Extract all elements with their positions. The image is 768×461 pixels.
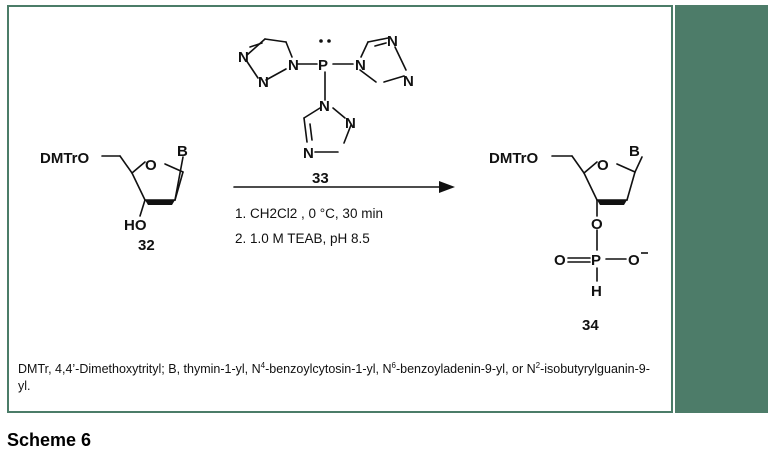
scheme-frame <box>7 5 673 413</box>
n-atom: N <box>288 57 299 74</box>
ring-oxygen-34: O <box>597 157 609 174</box>
n-atom: N <box>387 33 398 50</box>
hydroxyl-label-32: HO <box>124 217 147 234</box>
n-atom: N <box>258 74 269 91</box>
condition-step-2: 2. 1.0 M TEAB, pH 8.5 <box>235 231 370 246</box>
n-atom: N <box>403 73 414 90</box>
base-label-34: B <box>629 143 640 160</box>
dmtro-label-32: DMTrO <box>40 150 90 167</box>
lone-pair-dot <box>319 39 323 43</box>
compound-number-34: 34 <box>582 317 599 334</box>
side-accent-panel <box>675 5 768 413</box>
phosphorus-atom-34: P <box>591 252 601 269</box>
n-atom: N <box>345 115 356 132</box>
n-atom: N <box>303 145 314 162</box>
bonds <box>101 37 643 282</box>
reaction-arrowhead <box>439 181 455 193</box>
base-label-32: B <box>177 143 188 160</box>
bridging-oxygen-34: O <box>591 216 603 233</box>
compound-number-33: 33 <box>312 170 329 187</box>
reagent-p-atom: P <box>318 57 328 74</box>
phosphoryl-oxygen-34: O <box>554 252 566 269</box>
wedge-bond-32 <box>145 200 175 205</box>
p-hydrogen-34: H <box>591 283 602 300</box>
condition-step-1: 1. CH2Cl2 , 0 °C, 30 min <box>235 206 383 221</box>
anionic-oxygen-34: O <box>628 252 640 269</box>
n-atom: N <box>319 98 330 115</box>
n-atom: N <box>238 49 249 66</box>
n-atom: N <box>355 57 366 74</box>
lone-pair-dot <box>327 39 331 43</box>
ring-oxygen-32: O <box>145 157 157 174</box>
scheme-footnote: DMTr, 4,4’-Dimethoxytrityl; B, thymin-1-… <box>18 361 650 394</box>
scheme-caption: Scheme 6 <box>7 430 92 450</box>
compound-number-32: 32 <box>138 237 155 254</box>
wedge-bond-34 <box>597 200 627 205</box>
dmtro-label-34: DMTrO <box>489 150 539 167</box>
